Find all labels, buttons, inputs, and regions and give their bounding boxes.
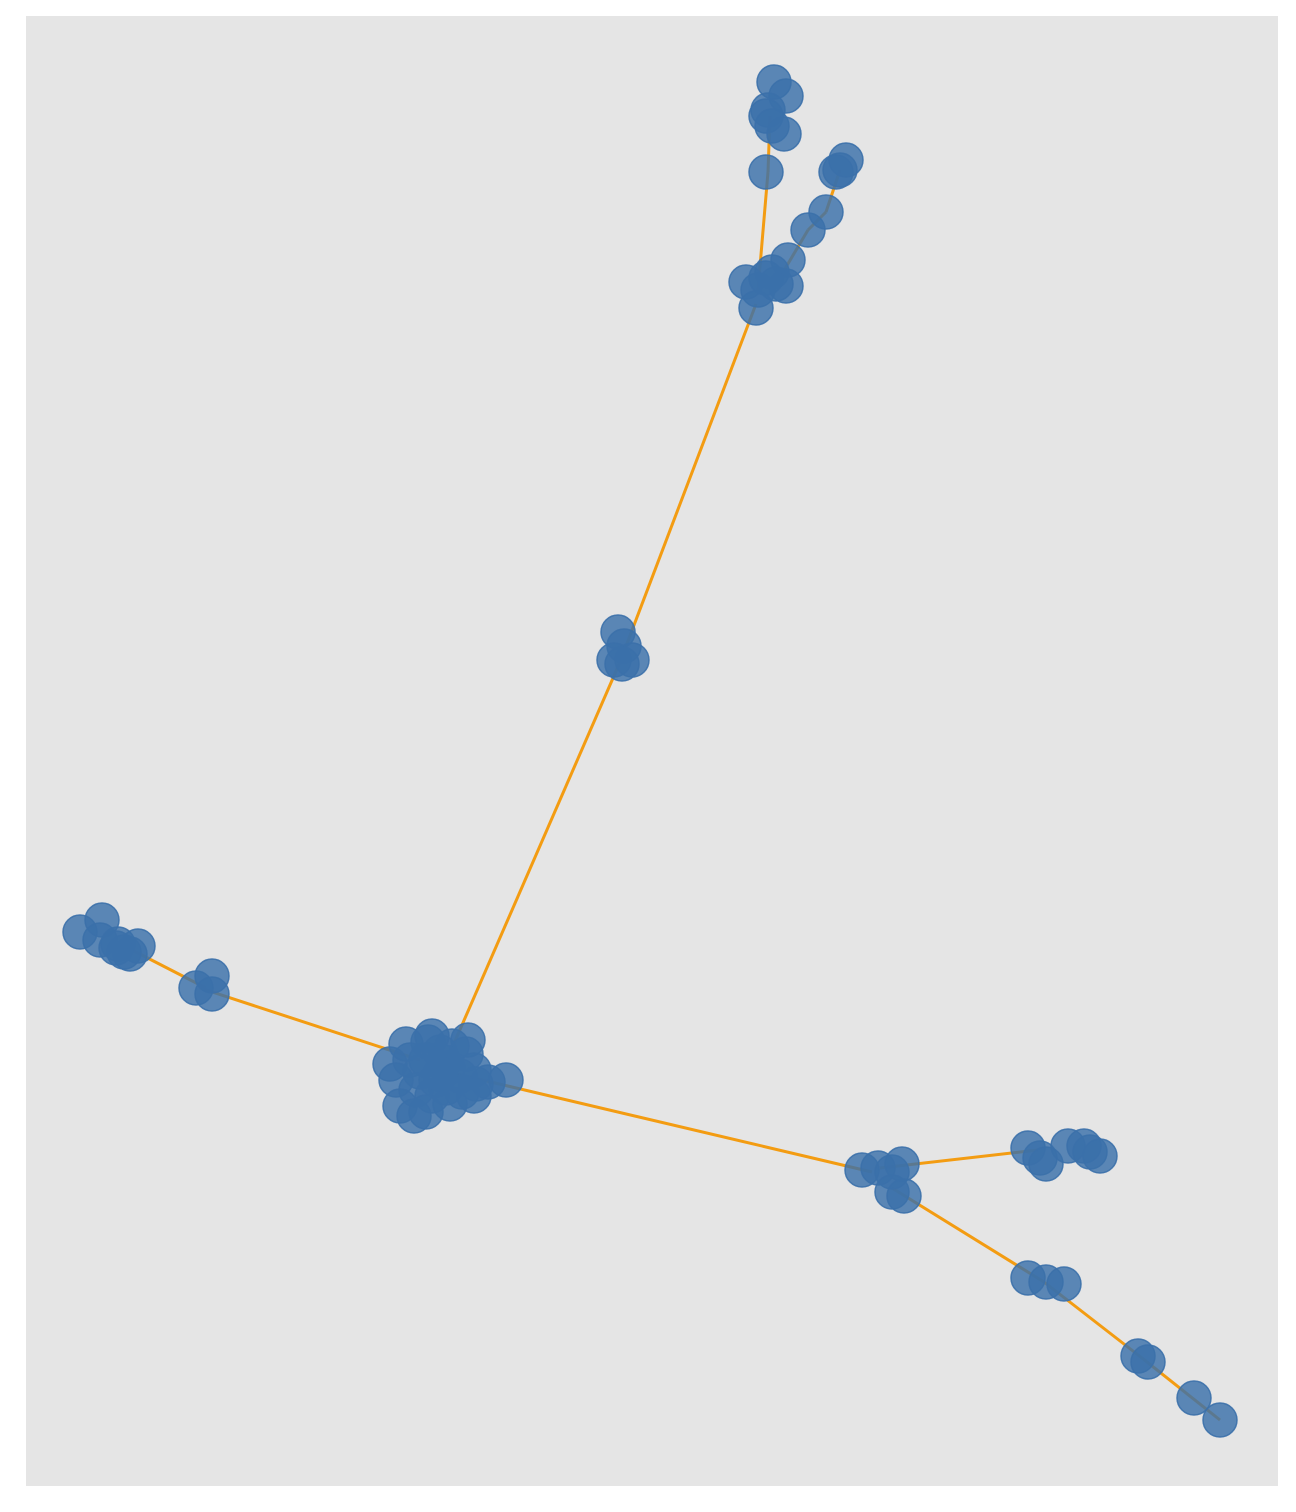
- graph-node: [1176, 1380, 1212, 1416]
- graph-node: [766, 116, 802, 152]
- graph-node: [886, 1178, 922, 1214]
- graph-node: [422, 1056, 458, 1092]
- node-cluster-right-lower-2: [1120, 1338, 1166, 1380]
- graph-node: [748, 260, 784, 296]
- graph-node: [604, 646, 640, 682]
- graph-node: [450, 1022, 486, 1058]
- graph-node: [1130, 1344, 1166, 1380]
- node-cluster-right-lower-mid: [1010, 1260, 1082, 1302]
- graph-node: [1046, 1266, 1082, 1302]
- node-cluster-top-base: [728, 242, 806, 326]
- node-cluster-mid-top: [596, 614, 650, 682]
- graph-node: [808, 194, 844, 230]
- node-cluster-left-mid: [178, 958, 230, 1012]
- plot-panel: [26, 16, 1278, 1486]
- graph-node: [456, 1078, 492, 1114]
- nodes-layer: [62, 64, 1238, 1438]
- graph-node: [194, 976, 230, 1012]
- graph-node: [822, 152, 858, 188]
- graph-node: [738, 290, 774, 326]
- graph-node: [1082, 1138, 1118, 1174]
- node-cluster-hub: [372, 1018, 524, 1134]
- node-cluster-top-right-tip: [818, 142, 864, 190]
- graph-edge: [450, 661, 622, 1049]
- graph-edge: [618, 303, 758, 663]
- node-cluster-top-stem: [748, 154, 784, 190]
- node-cluster-left-tip: [62, 902, 156, 972]
- node-cluster-right-lower-tip: [1176, 1380, 1238, 1438]
- graph-node: [488, 1062, 524, 1098]
- node-cluster-right-mid: [844, 1146, 922, 1214]
- node-cluster-top-right-chain: [790, 194, 844, 248]
- graph-node: [1202, 1402, 1238, 1438]
- node-cluster-top-left-tip: [748, 64, 804, 152]
- graph-node: [98, 930, 134, 966]
- graph-node: [748, 154, 784, 190]
- node-cluster-right-upper-tip: [1010, 1128, 1118, 1182]
